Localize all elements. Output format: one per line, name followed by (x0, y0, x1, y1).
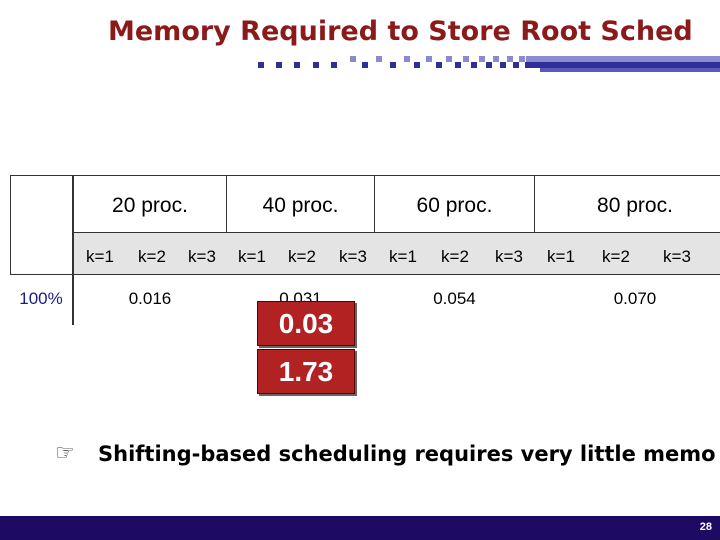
k-label: k=3 (663, 247, 691, 266)
k-label: k=1 (547, 247, 575, 266)
k-row-top-border (72, 232, 720, 233)
k-label: k=3 (495, 247, 523, 266)
k-label: k=3 (188, 247, 216, 266)
group-divider-3 (534, 175, 535, 232)
k-label: k=2 (138, 247, 166, 266)
group-divider-1 (226, 175, 227, 232)
row-label-divider (72, 175, 74, 325)
group-header-80: 80 proc. (597, 194, 673, 217)
k-label: k=1 (238, 247, 266, 266)
k-row-shade (72, 232, 720, 274)
slide-title: Memory Required to Store Root Sched (108, 16, 693, 47)
page-number: 28 (699, 521, 712, 533)
value-80-proc: 0.070 (613, 289, 657, 308)
value-60-proc: 0.054 (433, 289, 476, 308)
takeaway-text: Shifting-based scheduling requires very … (98, 442, 716, 466)
title-decoration (258, 56, 720, 72)
table-top-border (10, 175, 720, 176)
callout-box-bottom: 1.73 (257, 349, 355, 394)
k-row-bottom-border (10, 274, 720, 275)
group-divider-2 (374, 175, 375, 232)
k-label: k=1 (389, 247, 417, 266)
k-label: k=3 (339, 247, 367, 266)
group-header-20: 20 proc. (112, 194, 188, 217)
table-left-border (10, 175, 11, 274)
k-label: k=2 (441, 247, 469, 266)
pointing-hand-icon: ☞ (55, 440, 75, 465)
value-20-proc: 0.016 (128, 289, 172, 308)
group-header-40: 40 proc. (262, 194, 339, 217)
k-label: k=2 (288, 247, 316, 266)
k-label: k=2 (602, 247, 630, 266)
footer-bar: 28 (0, 516, 720, 540)
callout-box-top: 0.03 (257, 301, 355, 346)
k-label: k=1 (86, 247, 114, 266)
row-label-100pct: 100% (19, 289, 63, 308)
memory-table: 20 proc. 40 proc. 60 proc. 80 proc. k=1 … (10, 175, 720, 325)
group-header-60: 60 proc. (416, 194, 493, 217)
